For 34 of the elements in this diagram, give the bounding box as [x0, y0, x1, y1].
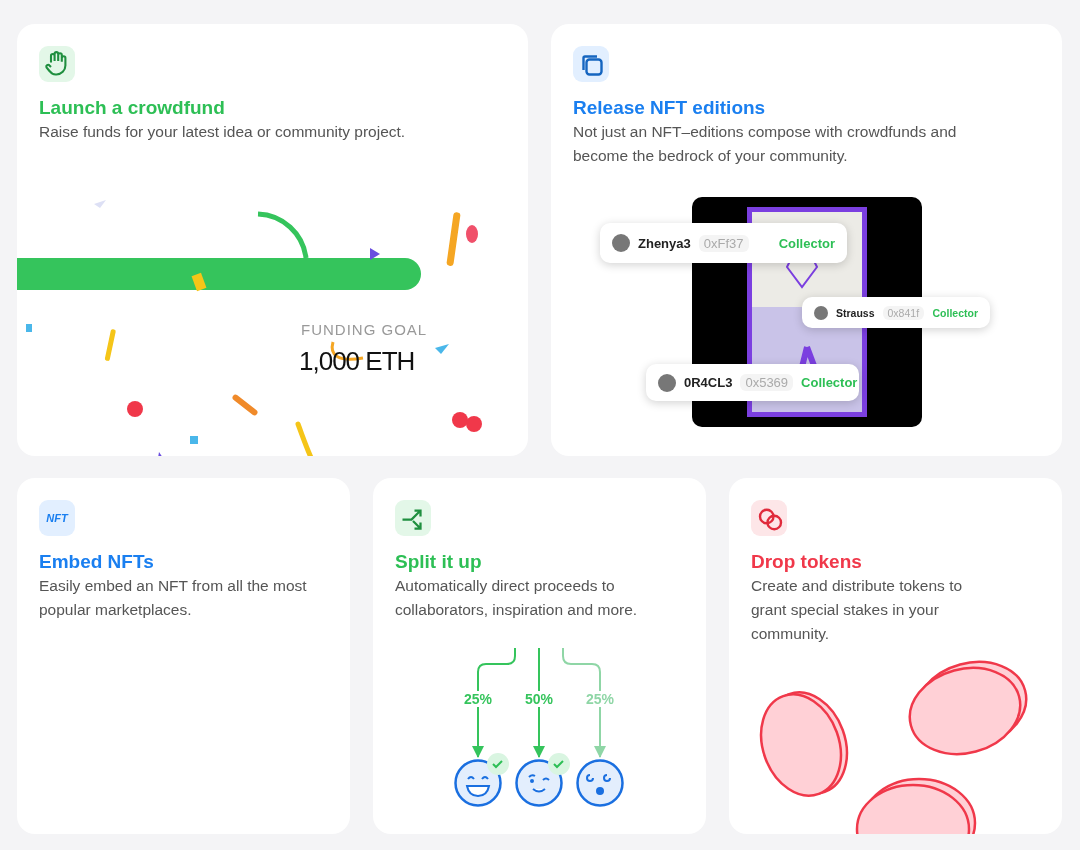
role-label: Collector	[932, 306, 978, 319]
split-arrow	[562, 647, 606, 758]
card-description: Automatically direct proceeds to collaborators, inspiration and more.	[395, 576, 639, 620]
username: Strauss	[836, 306, 875, 319]
card-description: Easily embed an NFT from all the most popular marketplaces.	[39, 576, 308, 620]
role-label: Collector	[778, 235, 835, 251]
feature-card	[17, 478, 350, 834]
emoji-face-icon	[515, 759, 563, 807]
feature-card	[17, 24, 528, 456]
collector-tag	[600, 223, 847, 263]
funding-amount: 1,000 ETH	[299, 346, 415, 377]
feature-card	[729, 478, 1062, 834]
card-title: Release NFT editions	[573, 97, 766, 119]
wallet-address: 0xFf37	[698, 234, 749, 252]
emoji-face-icon	[576, 759, 624, 807]
wallet-address: 0x841f	[882, 305, 925, 320]
collector-tag	[802, 297, 990, 328]
card-description: Create and distribute tokens to grant special stakes in your community.	[751, 576, 964, 644]
funding-goal-label: FUNDING GOAL	[301, 321, 428, 338]
nft-badge: NFT	[39, 500, 75, 536]
card-description: Not just an NFT–editions compose with crowdfunds and become the bedrock of your community.	[573, 122, 958, 166]
role-label: Collector	[801, 375, 858, 390]
card-title: Drop tokens	[751, 551, 862, 573]
feature-card	[551, 24, 1062, 456]
wallet-address: 0x5369	[740, 374, 794, 391]
split-arrow	[472, 647, 516, 758]
card-title: Split it up	[395, 551, 482, 573]
card-title: Embed NFTs	[39, 551, 154, 573]
card-description: Raise funds for your latest idea or community project.	[39, 122, 407, 142]
feature-card	[373, 478, 706, 834]
collector-tag	[646, 364, 859, 401]
username: 0R4CL3	[684, 375, 733, 390]
card-title: Launch a crowdfund	[39, 97, 225, 119]
username: Zhenya3	[638, 235, 691, 251]
